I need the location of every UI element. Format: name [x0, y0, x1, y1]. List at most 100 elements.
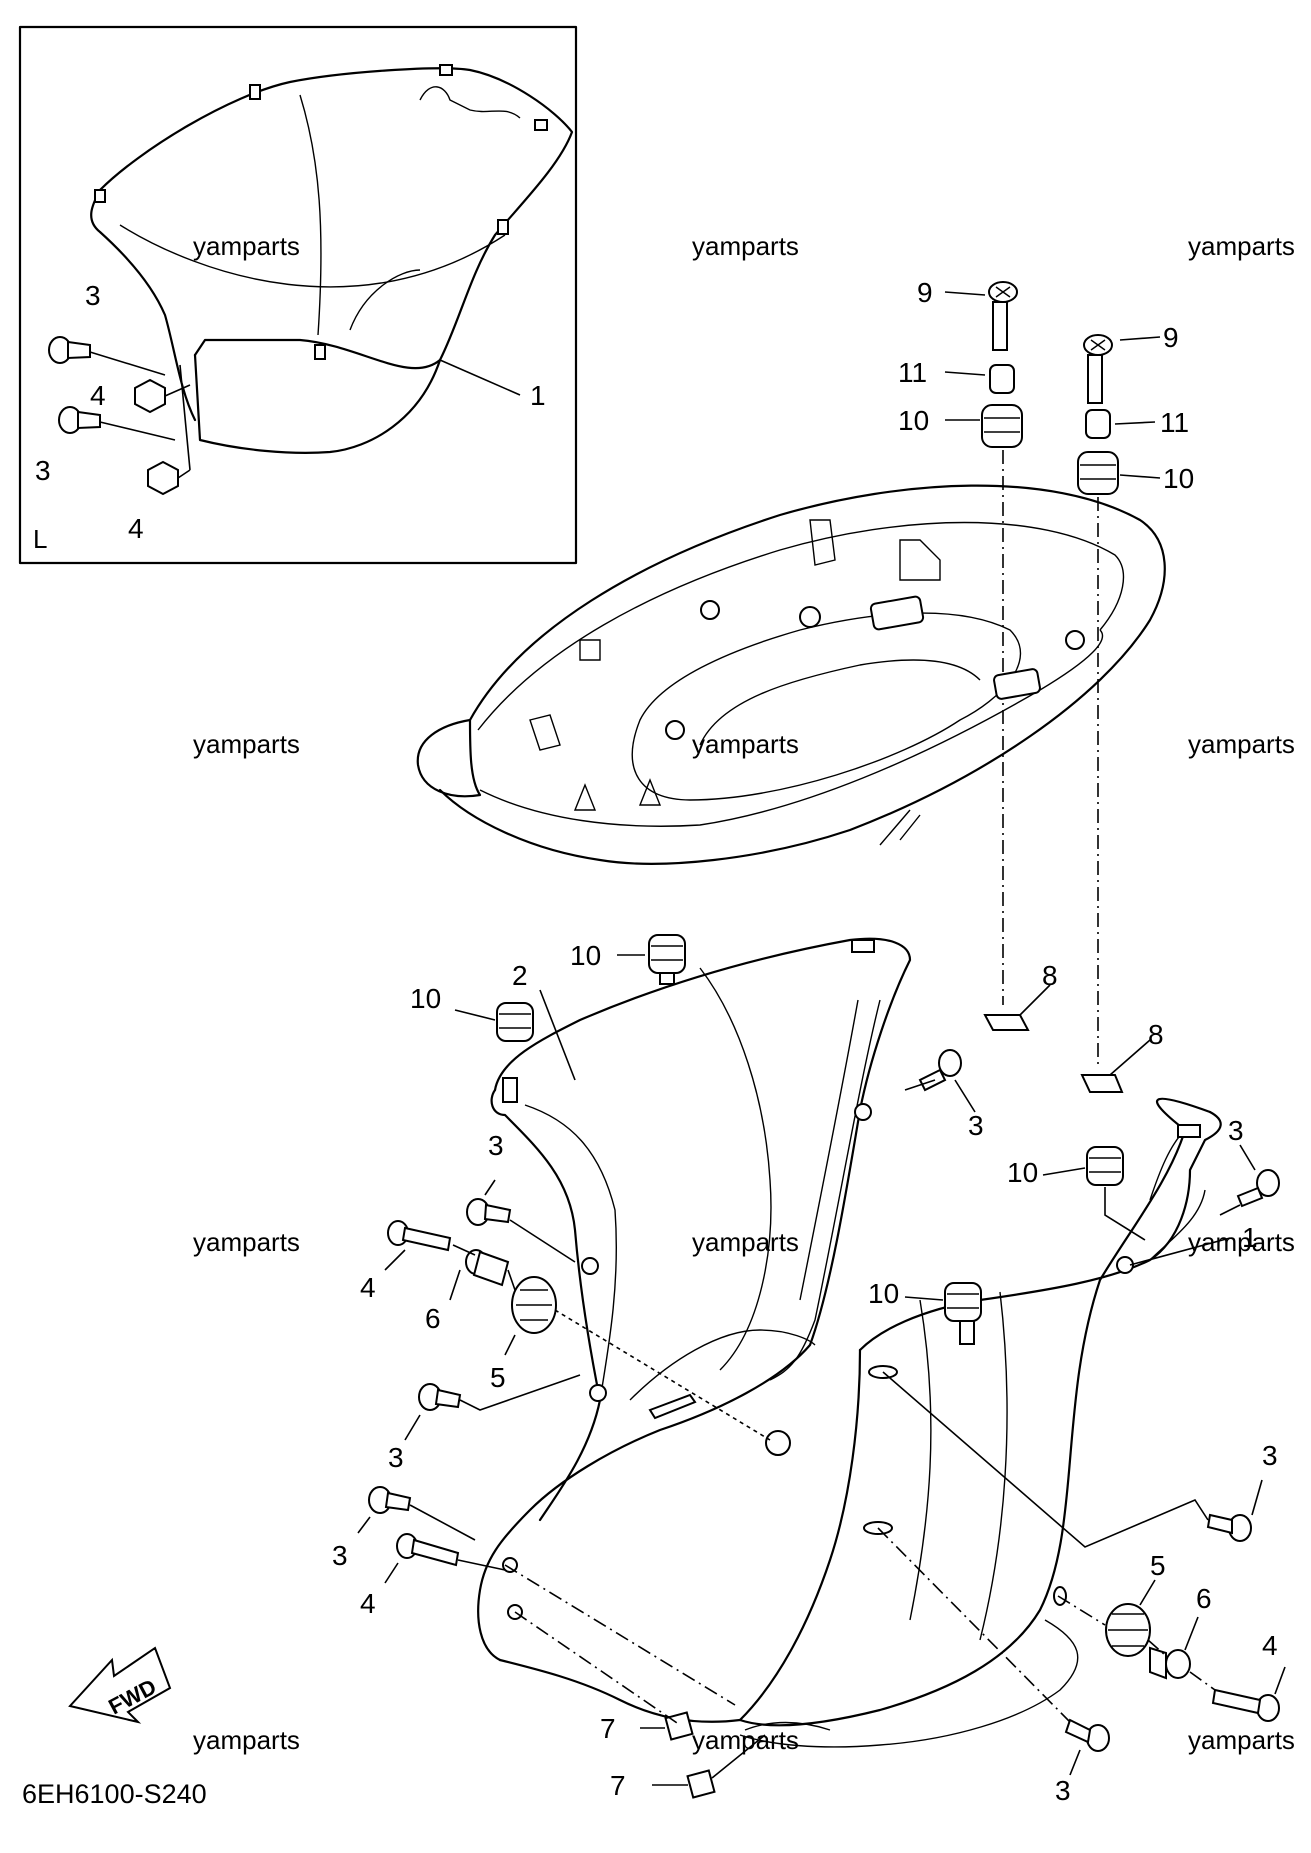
- watermark: yamparts: [1188, 1725, 1295, 1755]
- grommet: [511, 1276, 557, 1334]
- callout-10: 10: [1007, 1157, 1038, 1188]
- inset-tab: [314, 344, 326, 360]
- bolt: [1236, 1169, 1280, 1208]
- watermark: yamparts: [692, 1725, 799, 1755]
- grommet: [981, 404, 1023, 448]
- callout-11: 11: [898, 357, 927, 388]
- cowling-clip: [648, 1393, 697, 1420]
- watermark: yamparts: [1188, 1227, 1295, 1257]
- grommet-hole: [765, 1430, 791, 1456]
- collar: [465, 1249, 510, 1287]
- bolt: [1064, 1718, 1110, 1752]
- clip: [983, 1014, 1030, 1031]
- callout-4: 4: [128, 513, 144, 544]
- bolt-hole: [854, 1103, 872, 1121]
- bolt: [387, 1220, 452, 1252]
- bolt-hole: [581, 1257, 599, 1275]
- screw: [988, 281, 1018, 351]
- callout-10: 10: [1163, 463, 1194, 494]
- callout-3: 3: [35, 455, 51, 486]
- inset-frame: [18, 25, 578, 565]
- callout-3: 3: [1228, 1115, 1244, 1146]
- bolt: [1206, 1513, 1252, 1542]
- bolt: [58, 406, 101, 434]
- callout-6: 6: [425, 1303, 441, 1334]
- collar: [1085, 409, 1111, 439]
- callout-10: 10: [868, 1278, 899, 1309]
- callout-7: 7: [610, 1770, 626, 1801]
- fwd-arrow-icon: FWD: [68, 1646, 172, 1724]
- tray-hole: [700, 600, 720, 620]
- bolt-hole: [502, 1557, 518, 1573]
- callout-3: 3: [1262, 1440, 1278, 1471]
- nut-clip: [664, 1711, 694, 1741]
- bolt: [918, 1049, 962, 1092]
- callout-9: 9: [917, 277, 933, 308]
- nut-clip: [686, 1769, 716, 1799]
- grommet: [496, 1002, 534, 1042]
- collar: [989, 364, 1015, 394]
- screw: [1083, 334, 1113, 404]
- callout-3: 3: [968, 1110, 984, 1141]
- watermark: yamparts: [692, 231, 799, 261]
- watermark: yamparts: [193, 1725, 300, 1755]
- tray-hole: [1065, 630, 1085, 650]
- inset-tab: [439, 64, 453, 76]
- callout-10: 10: [570, 940, 601, 971]
- watermark: yamparts: [1188, 231, 1295, 261]
- cowling-tab: [502, 1077, 518, 1103]
- callout-10: 10: [410, 983, 441, 1014]
- watermark: yamparts: [692, 1227, 799, 1257]
- callout-10: 10: [898, 405, 929, 436]
- grommet: [648, 934, 686, 974]
- bolt: [396, 1533, 460, 1567]
- callout-3: 3: [85, 280, 101, 311]
- callout-5: 5: [490, 1362, 506, 1393]
- callout-2: 2: [512, 960, 528, 991]
- diagram-code: 6EH6100-S240: [22, 1779, 207, 1809]
- grommet: [944, 1282, 982, 1322]
- callout-1: 1: [1242, 1222, 1258, 1253]
- nut: [147, 460, 179, 496]
- watermark: yamparts: [692, 729, 799, 759]
- tray-hole: [799, 606, 821, 628]
- callout-11: 11: [1160, 407, 1189, 438]
- tray-port: [993, 668, 1041, 700]
- callout-4: 4: [360, 1588, 376, 1619]
- callout-5: 5: [1150, 1550, 1166, 1581]
- bottom-cowling-tray: [416, 484, 1166, 865]
- collar: [1149, 1646, 1191, 1680]
- bolt-hole: [1053, 1586, 1067, 1606]
- callout-9: 9: [1163, 322, 1179, 353]
- callout-8: 8: [1042, 960, 1058, 991]
- watermark: yamparts: [193, 729, 300, 759]
- top-fastener-stack: 9 11 10 9 11 10: [898, 277, 1194, 1065]
- grommet: [1105, 1603, 1151, 1657]
- callout-3: 3: [332, 1540, 348, 1571]
- callout-4: 4: [90, 380, 106, 411]
- inset-tab: [249, 84, 261, 100]
- nut: [134, 378, 166, 414]
- lower-cowling-assembly: [477, 937, 1222, 1748]
- watermark: yamparts: [193, 231, 300, 261]
- callout-4: 4: [360, 1272, 376, 1303]
- tray-port: [869, 595, 925, 631]
- watermark: yamparts: [1188, 729, 1295, 759]
- bolt: [418, 1383, 462, 1411]
- callout-6: 6: [1196, 1583, 1212, 1614]
- inset-tab: [497, 219, 509, 235]
- callout-1: 1: [530, 380, 546, 411]
- callout-3: 3: [388, 1442, 404, 1473]
- inset-tab: [94, 189, 106, 203]
- callout-3: 3: [488, 1130, 504, 1161]
- bolt: [1211, 1688, 1280, 1722]
- tray-hole: [665, 720, 685, 740]
- bolt-hole: [589, 1384, 607, 1402]
- inset-tag: L: [33, 524, 47, 554]
- bolt: [368, 1486, 412, 1514]
- bolt: [48, 336, 91, 364]
- bolt: [466, 1198, 512, 1226]
- grommet: [1086, 1146, 1124, 1186]
